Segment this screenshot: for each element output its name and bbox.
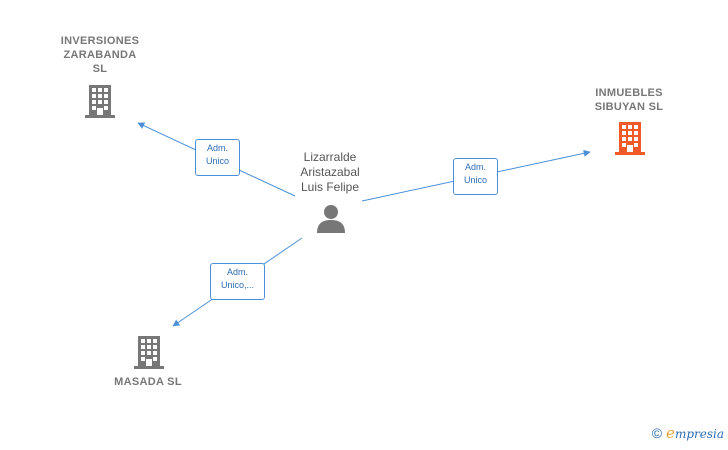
edge-label-line: Adm. <box>206 143 228 153</box>
building-icon[interactable] <box>84 83 116 119</box>
brand-rest: mpresia <box>674 427 724 441</box>
building-icon[interactable] <box>133 334 165 370</box>
company-2-label[interactable]: INMUEBLES SIBUYAN SL <box>574 86 684 114</box>
company-1-label-line: INVERSIONES <box>60 35 140 47</box>
company-1-label-line: ZARABANDA <box>63 49 137 61</box>
company-1-label-line: SL <box>92 63 108 75</box>
copyright-symbol: © <box>651 425 663 441</box>
edge-label-line: Adm. <box>464 162 486 172</box>
company-3-label-line: MASADA SL <box>114 376 182 388</box>
edge-label-line: Unico <box>205 156 229 166</box>
edge-label-company-3[interactable]: Adm. Unico,... <box>210 263 265 300</box>
person-label[interactable]: Lizarralde Aristazabal Luis Felipe <box>280 150 380 195</box>
person-label-line: Aristazabal <box>300 165 360 179</box>
person-label-line: Luis Felipe <box>300 180 360 194</box>
edge-label-line: Unico,... <box>220 280 254 290</box>
empresia-logo[interactable]: empresia <box>666 424 724 442</box>
building-icon[interactable] <box>614 120 646 156</box>
company-3-label[interactable]: MASADA SL <box>98 375 198 389</box>
edge-label-company-2[interactable]: Adm. Unico <box>453 158 498 195</box>
person-icon[interactable] <box>316 203 346 233</box>
company-2-label-line: SIBUYAN SL <box>594 101 664 113</box>
company-1-label[interactable]: INVERSIONES ZARABANDA SL <box>48 34 152 76</box>
edge-label-line: Adm. <box>226 267 248 277</box>
person-label-line: Lizarralde <box>303 150 357 164</box>
brand-initial: e <box>666 424 675 442</box>
edge-label-company-1[interactable]: Adm. Unico <box>195 139 240 176</box>
company-2-label-line: INMUEBLES <box>595 87 663 99</box>
edge-label-line: Unico <box>463 175 487 185</box>
footer-credit: © empresia <box>652 424 724 442</box>
